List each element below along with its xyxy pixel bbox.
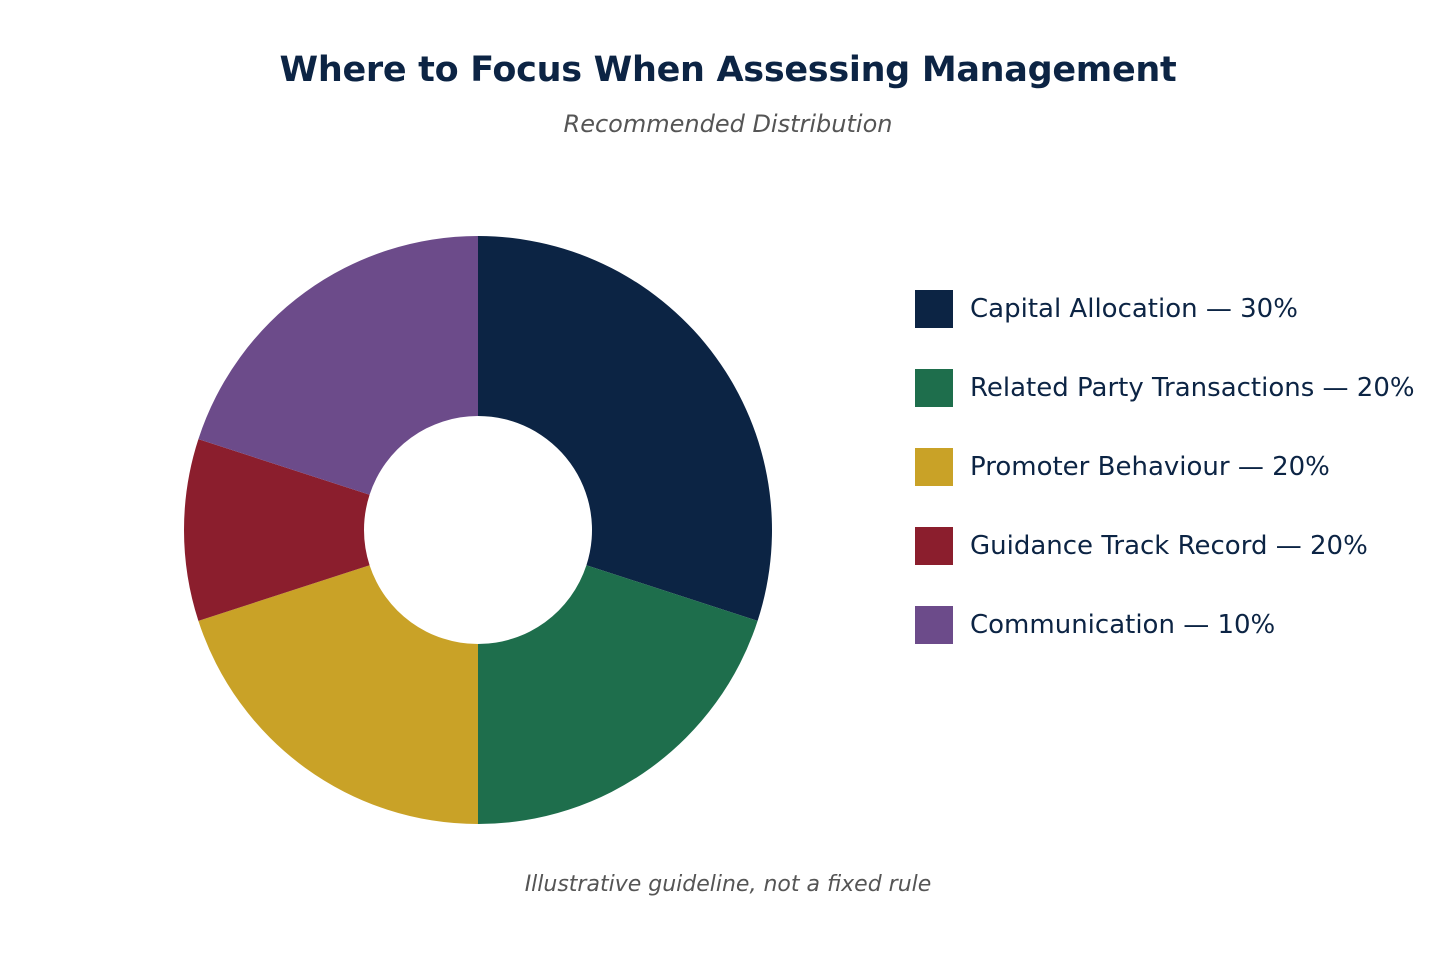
legend-item-communication: Communication — 10% — [915, 606, 1435, 644]
legend-label: Capital Allocation — 30% — [970, 294, 1298, 324]
legend-label: Guidance Track Record — 20% — [970, 531, 1368, 561]
legend-item-guidance-track-record: Guidance Track Record — 20% — [915, 527, 1435, 565]
donut-slice-related-party-transactions — [478, 565, 758, 824]
legend-label: Communication — 10% — [970, 610, 1276, 640]
legend-item-capital-allocation: Capital Allocation — 30% — [915, 290, 1435, 328]
chart-legend: Capital Allocation — 30% Related Party T… — [915, 290, 1435, 685]
legend-swatch — [915, 448, 953, 486]
chart-subtitle: Recommended Distribution — [563, 110, 893, 138]
legend-item-promoter-behaviour: Promoter Behaviour — 20% — [915, 448, 1435, 486]
chart-footnote: Illustrative guideline, not a fixed rule — [524, 872, 932, 897]
legend-item-related-party-transactions: Related Party Transactions — 20% — [915, 369, 1435, 407]
legend-swatch — [915, 606, 953, 644]
donut-slices — [184, 236, 772, 824]
legend-swatch — [915, 290, 953, 328]
donut-slice-capital-allocation — [478, 236, 772, 621]
donut-slice-communication — [198, 236, 478, 495]
legend-swatch — [915, 369, 953, 407]
legend-swatch — [915, 527, 953, 565]
legend-label: Promoter Behaviour — 20% — [970, 452, 1330, 482]
chart-title: Where to Focus When Assessing Management — [279, 50, 1177, 90]
donut-slice-promoter-behaviour — [198, 565, 478, 824]
donut-slice-guidance-track-record — [184, 439, 370, 621]
legend-label: Related Party Transactions — 20% — [970, 373, 1415, 403]
